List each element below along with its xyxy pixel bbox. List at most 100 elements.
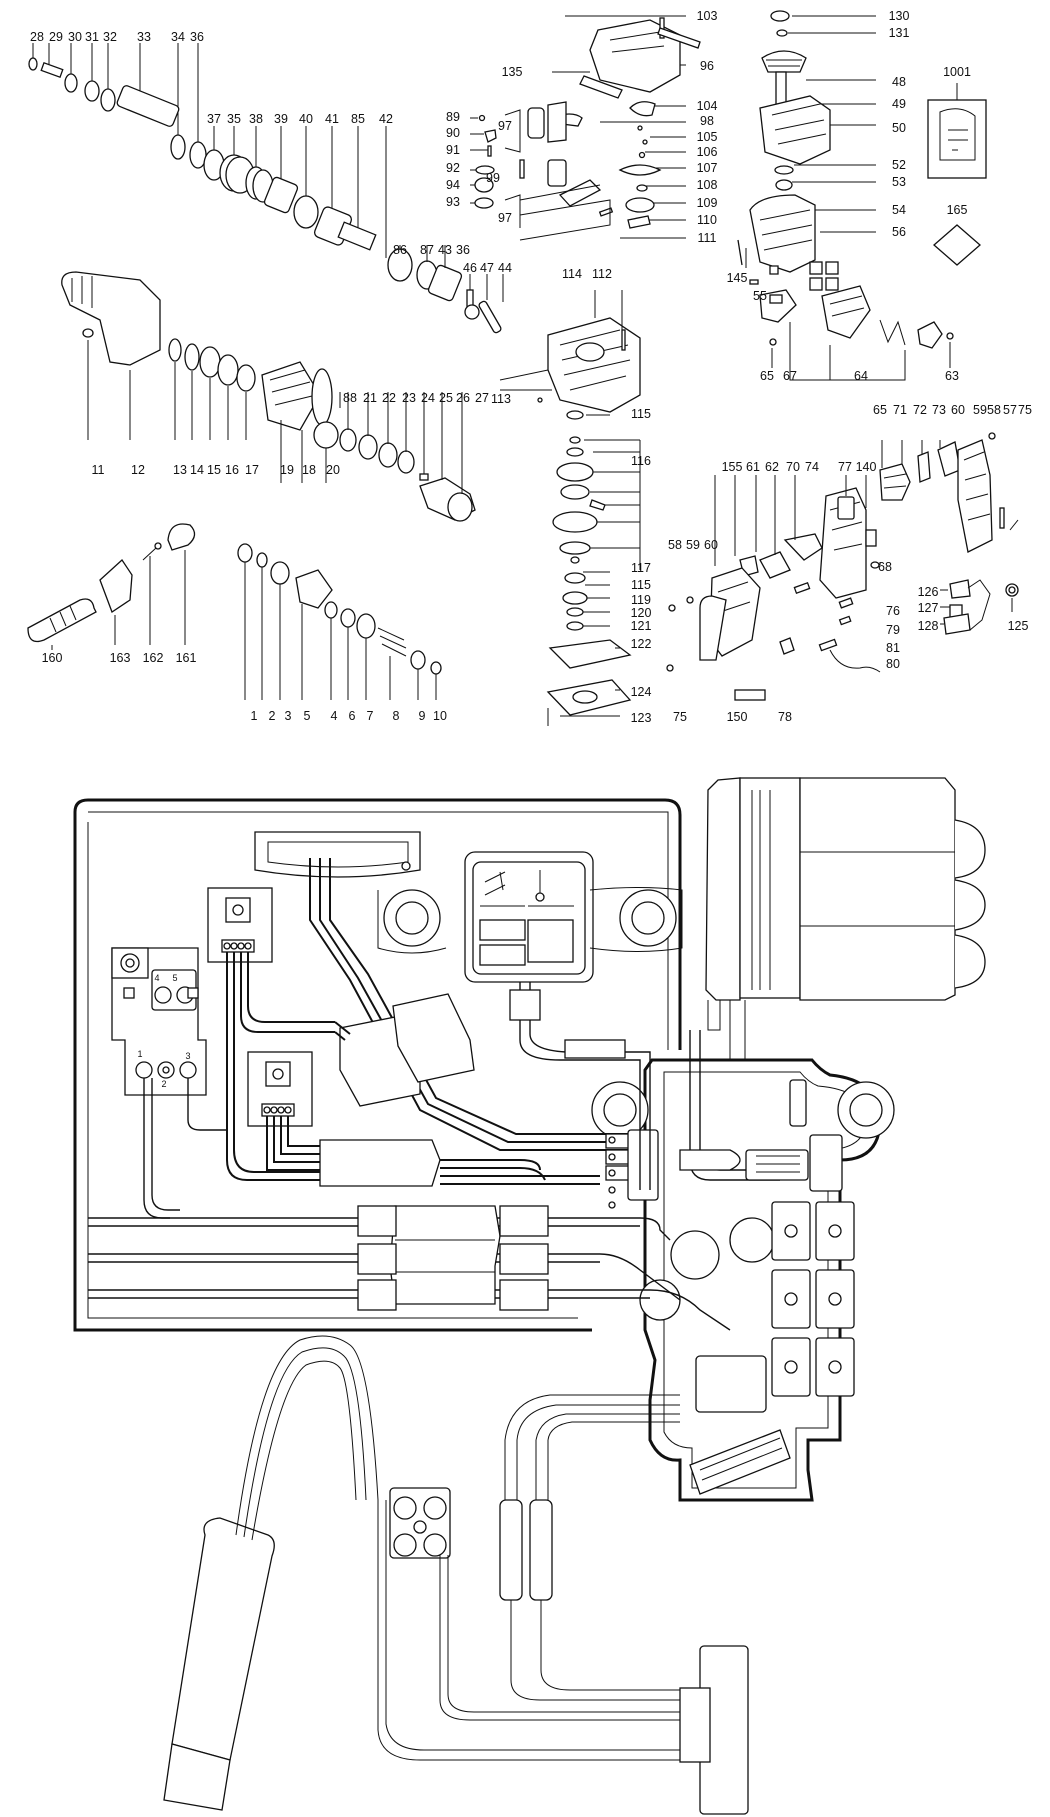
- part-label: 38: [249, 112, 263, 126]
- shaft-assembly: [28, 43, 504, 334]
- part-label: 85: [351, 112, 365, 126]
- part-label: 145: [726, 271, 748, 285]
- part-label: 61: [746, 460, 760, 474]
- part-label: 116: [631, 454, 651, 468]
- part-label: 5: [303, 709, 311, 723]
- part-label: 126: [917, 585, 939, 599]
- part-label: 3: [284, 709, 292, 723]
- part-label: 113: [491, 392, 511, 406]
- part-label: 131: [888, 26, 910, 40]
- part-label: 42: [379, 112, 393, 126]
- part-label: 36: [190, 30, 204, 44]
- part-label: 77: [838, 460, 852, 474]
- small-parts-89-93: [470, 107, 567, 228]
- motor-housing-front: [61, 271, 161, 440]
- part-label: 24: [421, 391, 435, 405]
- terminal-label: 4: [154, 973, 160, 983]
- part-label: 125: [1007, 619, 1029, 633]
- part-label: 54: [892, 203, 906, 217]
- switch-and-cable-parts: [940, 579, 1019, 635]
- part-label: 104: [696, 99, 718, 113]
- part-label: 128: [917, 619, 939, 633]
- part-label: 87: [420, 243, 434, 257]
- part-label: 27: [475, 391, 489, 405]
- part-label: 88: [343, 391, 357, 405]
- part-label: 121: [630, 619, 652, 633]
- part-label: 63: [945, 369, 959, 383]
- part-label: 135: [501, 65, 523, 79]
- spare-part-1001-165: [927, 83, 987, 266]
- part-label: 97: [498, 211, 512, 225]
- part-label: 64: [854, 369, 868, 383]
- part-label: 62: [765, 460, 779, 474]
- part-label: 70: [786, 460, 800, 474]
- part-label: 34: [171, 30, 185, 44]
- part-label: 96: [700, 59, 714, 73]
- part-label: 57: [1003, 403, 1017, 417]
- terminal-label: 1: [137, 1049, 143, 1059]
- part-label: 58: [987, 403, 1001, 417]
- part-label: 81: [886, 641, 900, 655]
- part-label: 2: [268, 709, 276, 723]
- main-handle-assembly: [666, 432, 1019, 701]
- part-label: 91: [446, 143, 460, 157]
- part-label: 86: [393, 243, 407, 257]
- part-label: 93: [446, 195, 460, 209]
- part-label: 4: [330, 709, 338, 723]
- part-label: 28: [30, 30, 44, 44]
- part-label: 108: [696, 178, 718, 192]
- part-label: 165: [946, 203, 968, 217]
- part-label: 68: [878, 560, 892, 574]
- gear-cylinder-assembly: [168, 338, 476, 522]
- part-label: 107: [696, 161, 718, 175]
- part-label: 111: [697, 231, 717, 245]
- part-label: 123: [630, 711, 652, 725]
- part-label: 40: [299, 112, 313, 126]
- part-label: 47: [480, 261, 494, 275]
- part-label: 124: [630, 685, 652, 699]
- part-label: 140: [855, 460, 877, 474]
- part-label: 92: [446, 161, 460, 175]
- part-label: 79: [886, 623, 900, 637]
- part-label: 39: [274, 112, 288, 126]
- terminal-label: 2: [161, 1079, 167, 1089]
- part-label: 30: [68, 30, 82, 44]
- part-label: 163: [109, 651, 131, 665]
- part-label: 75: [673, 710, 687, 724]
- part-label: 59: [973, 403, 987, 417]
- wiring-diagram: [73, 777, 986, 1815]
- part-label: 37: [207, 112, 221, 126]
- part-label: 119: [631, 593, 651, 607]
- part-label: 73: [932, 403, 946, 417]
- part-label: 31: [85, 30, 99, 44]
- part-label: 99: [486, 171, 500, 185]
- part-label: 49: [892, 97, 906, 111]
- part-label: 46: [463, 261, 477, 275]
- part-label: 90: [446, 126, 460, 140]
- part-label: 78: [778, 710, 792, 724]
- part-label: 56: [892, 225, 906, 239]
- part-label: 76: [886, 604, 900, 618]
- part-label: 13: [173, 463, 187, 477]
- part-label: 112: [592, 267, 612, 281]
- part-label: 6: [348, 709, 356, 723]
- part-label: 50: [892, 121, 906, 135]
- part-label: 109: [696, 196, 718, 210]
- part-label: 65: [873, 403, 887, 417]
- part-label: 120: [630, 606, 652, 620]
- part-label: 115: [631, 578, 651, 592]
- part-label: 9: [418, 709, 426, 723]
- part-label: 58: [668, 538, 682, 552]
- part-label: 161: [175, 651, 197, 665]
- terminal-label: 5: [172, 973, 178, 983]
- part-label: 117: [631, 561, 651, 575]
- part-label: 75: [1018, 403, 1032, 417]
- part-label: 162: [142, 651, 164, 665]
- part-label: 48: [892, 75, 906, 89]
- part-label: 105: [696, 130, 718, 144]
- part-label: 65: [760, 369, 774, 383]
- part-label: 41: [325, 112, 339, 126]
- motor-armature-assembly: [737, 10, 954, 381]
